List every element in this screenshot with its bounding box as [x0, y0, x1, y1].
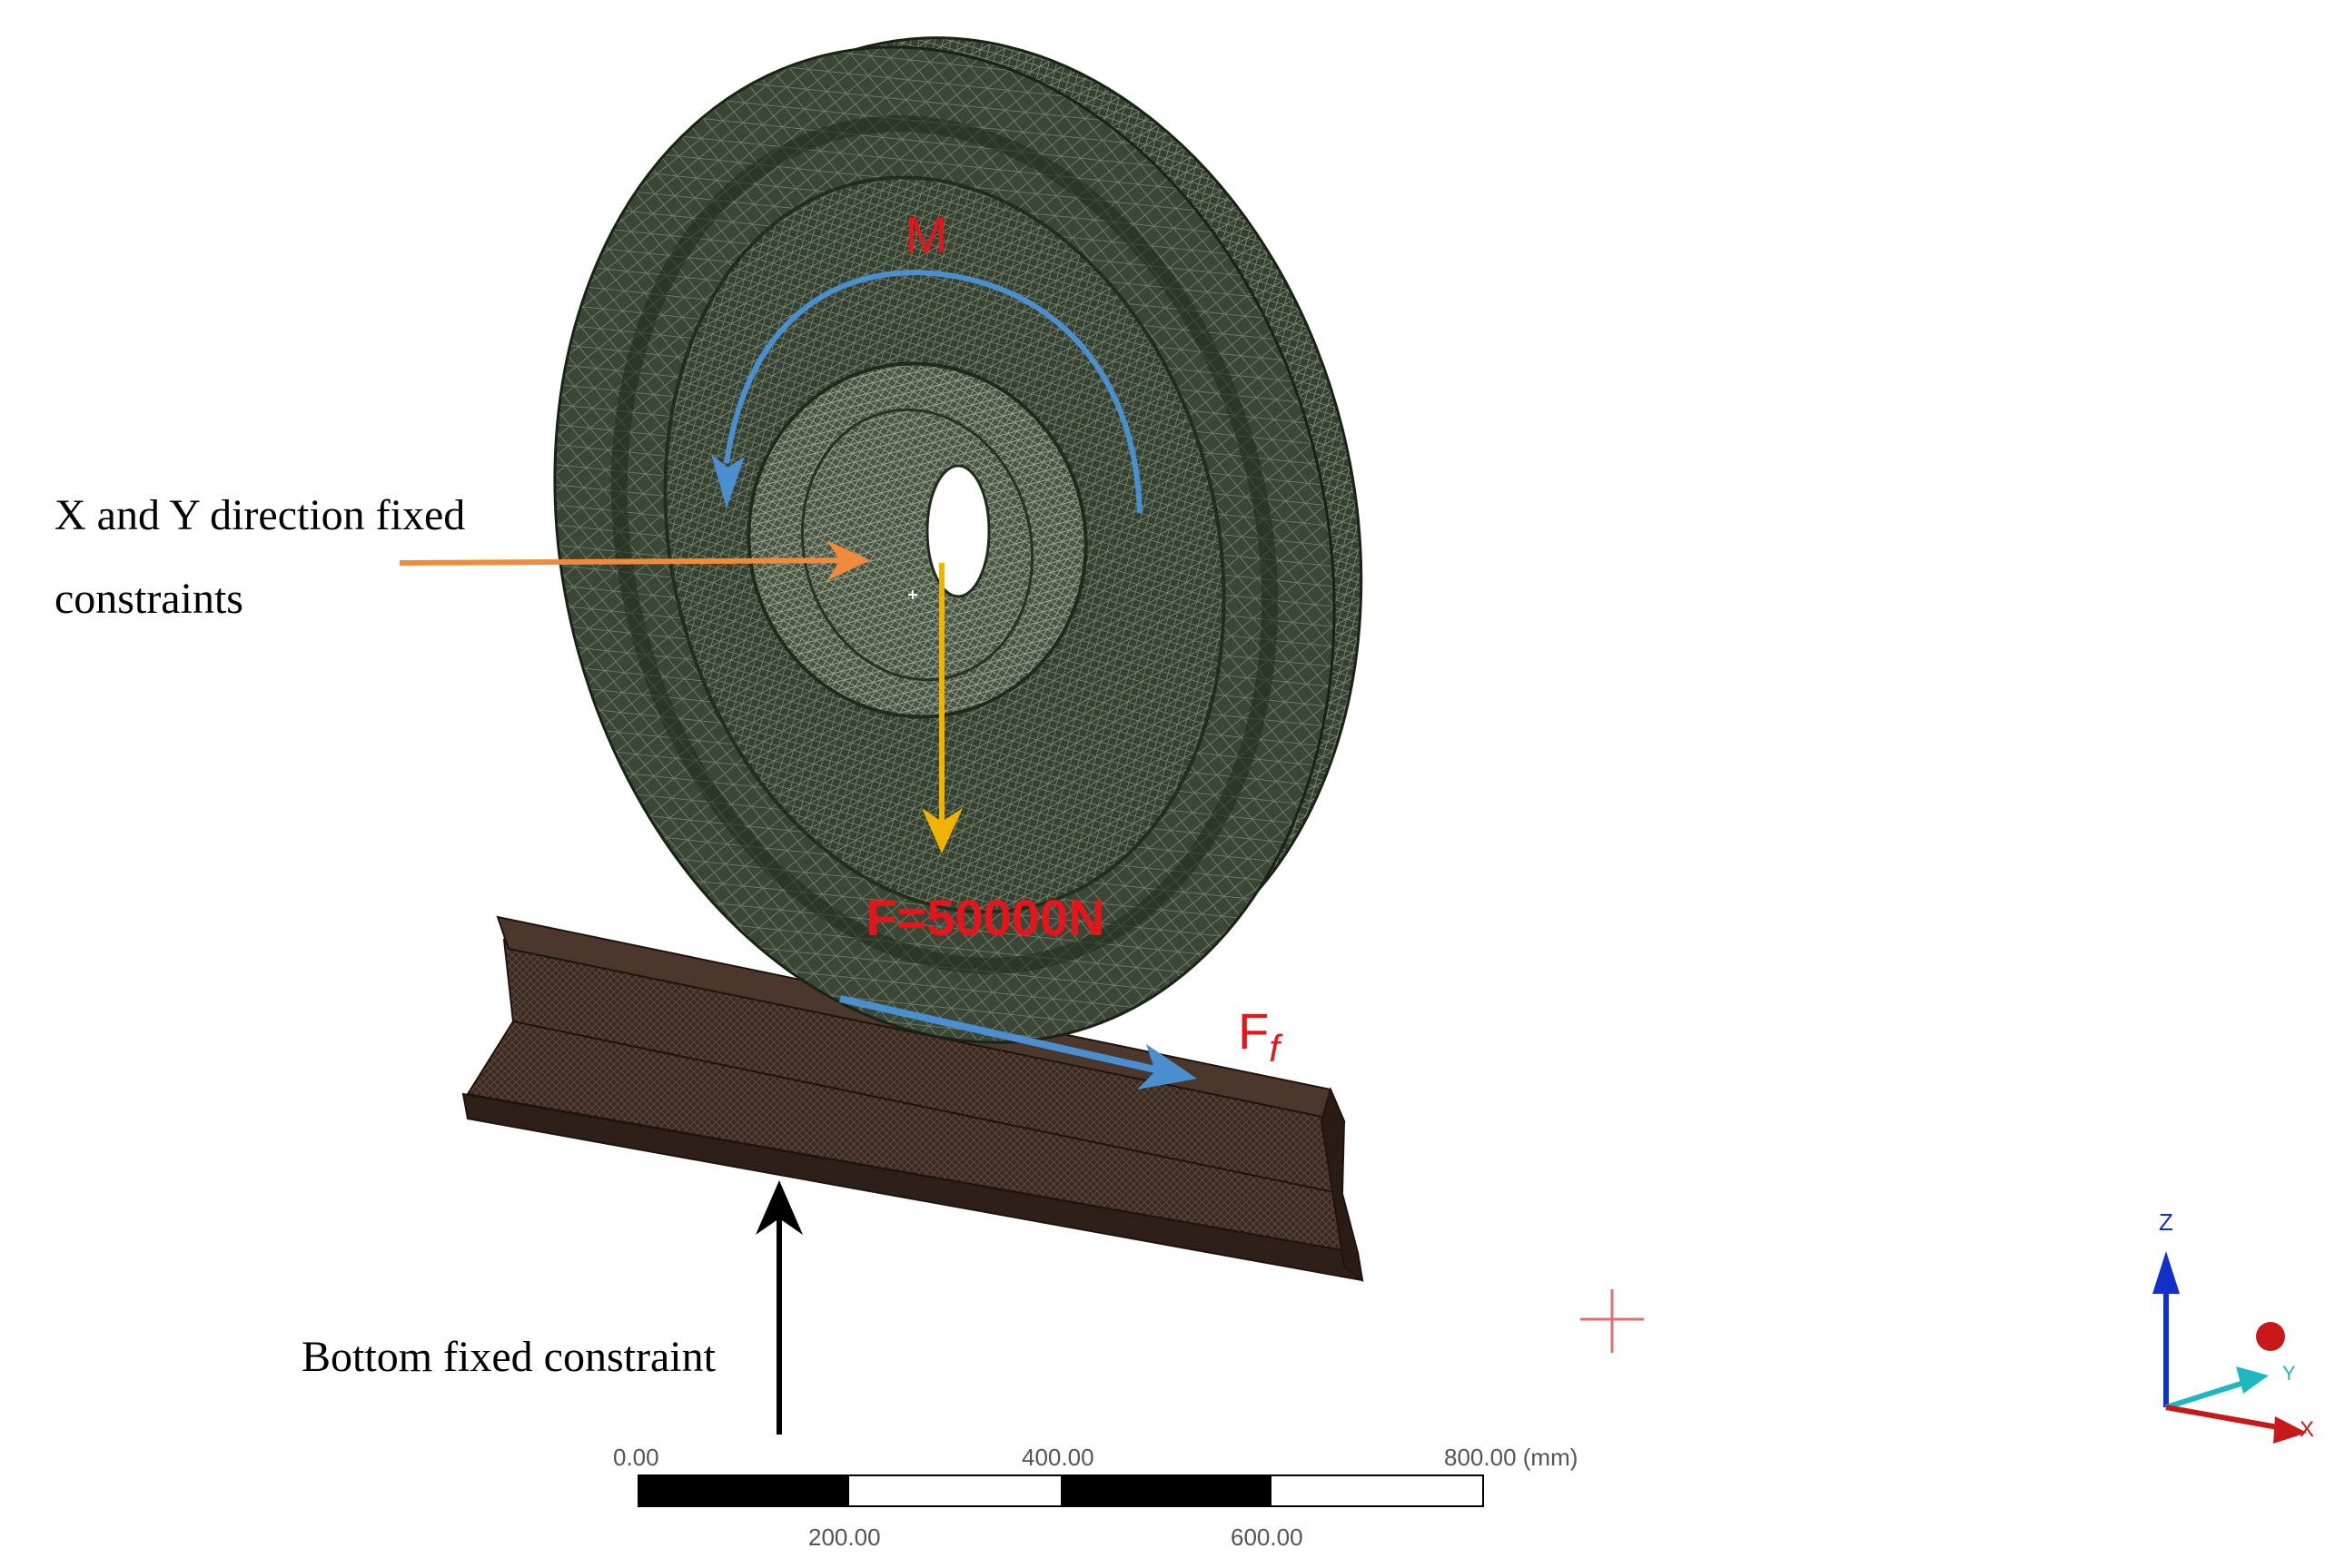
bottom-constraint-label: Bottom fixed constraint — [302, 1333, 717, 1381]
xy-constraint-label-line1: X and Y direction fixed — [54, 491, 465, 539]
moment-label: M — [905, 206, 948, 263]
scale-label-800: 800.00 (mm) — [1444, 1444, 1578, 1471]
friction-label-base: F — [1238, 1002, 1269, 1060]
moment-arrow — [724, 269, 1143, 514]
coordinate-triad: Z Y X — [2152, 1208, 2314, 1444]
friction-label: Ff — [1238, 1002, 1283, 1070]
force-arrowhead — [922, 808, 963, 853]
scale-bar: 0.00 400.00 800.00 (mm) 200.00 600.00 — [613, 1444, 1578, 1551]
xy-constraint-arrow — [399, 557, 859, 566]
triad-y-label: Y — [2282, 1362, 2296, 1385]
friction-arrowhead — [1137, 1044, 1197, 1090]
triad-x-label: X — [2300, 1417, 2314, 1442]
triad-z-label: Z — [2159, 1208, 2173, 1236]
moment-arrowhead — [711, 454, 745, 508]
force-label: F=50000N — [866, 889, 1104, 946]
scale-label-0: 0.00 — [613, 1444, 659, 1471]
scale-label-400: 400.00 — [1022, 1444, 1094, 1471]
xy-constraint-arrowhead — [826, 540, 870, 581]
origin-cross-marker — [1580, 1289, 1644, 1353]
triad-sphere — [2256, 1322, 2285, 1351]
scale-label-600: 600.00 — [1231, 1524, 1303, 1551]
xy-constraint-label-line2: constraints — [54, 575, 243, 623]
friction-label-sub: f — [1269, 1027, 1283, 1070]
bottom-constraint-arrowhead — [756, 1180, 803, 1235]
scale-label-200: 200.00 — [808, 1524, 881, 1551]
wheel-model — [553, 36, 1363, 1044]
friction-arrow — [839, 995, 1172, 1077]
